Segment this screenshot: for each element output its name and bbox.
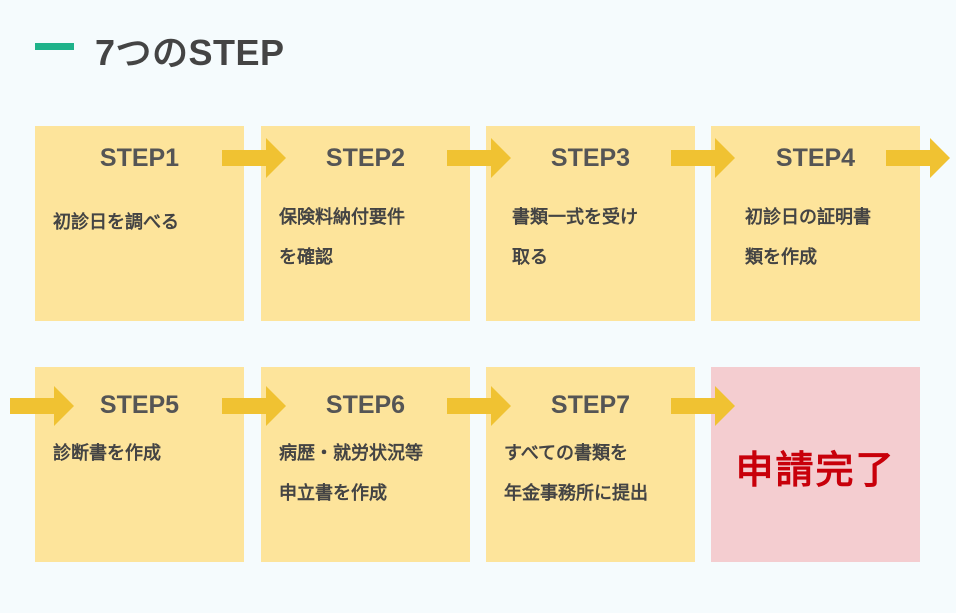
arrow-right-icon [222, 138, 286, 178]
step-label: STEP7 [550, 391, 631, 419]
desc-line: 診断書を作成 [53, 443, 161, 463]
desc-line: 類を作成 [745, 247, 817, 267]
desc-line: 取る [512, 247, 548, 267]
title-accent-bar [35, 43, 74, 50]
step-description: 病歴・就労状況等申立書を作成 [279, 433, 423, 513]
arrow-right-icon [447, 138, 511, 178]
desc-line: 病歴・就労状況等 [279, 443, 423, 463]
desc-line: 初診日を調べる [53, 212, 179, 232]
desc-line: すべての書類を [504, 443, 629, 463]
step-label: STEP3 [550, 144, 631, 172]
step-label: STEP6 [325, 391, 406, 419]
completion-text: 申請完了 [735, 450, 896, 492]
desc-line: を確認 [279, 247, 333, 267]
step-1-box: STEP1 初診日を調べる [35, 126, 244, 321]
desc-line: 申立書を作成 [279, 483, 387, 503]
step-description: 保険料納付要件を確認 [279, 197, 405, 277]
arrow-right-icon [886, 138, 950, 178]
step-description: すべての書類を年金事務所に提出 [504, 433, 648, 513]
arrow-right-icon [222, 386, 286, 426]
desc-line: 書類一式を受け [512, 207, 638, 227]
step-label: STEP2 [325, 144, 406, 172]
desc-line: 年金事務所に提出 [504, 483, 648, 503]
arrow-right-icon [10, 386, 74, 426]
desc-line: 初診日の証明書 [745, 207, 871, 227]
desc-line: 保険料納付要件 [279, 207, 405, 227]
step-7-box: STEP7 すべての書類を年金事務所に提出 [486, 367, 695, 562]
step-description: 初診日の証明書類を作成 [745, 197, 871, 277]
step-description: 書類一式を受け取る [512, 197, 638, 277]
completion-box: 申請完了 [711, 367, 920, 562]
step-label: STEP5 [99, 391, 180, 419]
arrow-right-icon [671, 386, 735, 426]
step-label: STEP1 [99, 144, 180, 172]
step-label: STEP4 [775, 144, 856, 172]
step-5-box: STEP5 診断書を作成 [35, 367, 244, 562]
page-title: 7つのSTEP [95, 32, 285, 73]
step-4-box: STEP4 初診日の証明書類を作成 [711, 126, 920, 321]
step-description: 診断書を作成 [53, 433, 161, 473]
step-3-box: STEP3 書類一式を受け取る [486, 126, 695, 321]
arrow-right-icon [671, 138, 735, 178]
step-description: 初診日を調べる [53, 202, 179, 242]
step-6-box: STEP6 病歴・就労状況等申立書を作成 [261, 367, 470, 562]
step-2-box: STEP2 保険料納付要件を確認 [261, 126, 470, 321]
arrow-right-icon [447, 386, 511, 426]
